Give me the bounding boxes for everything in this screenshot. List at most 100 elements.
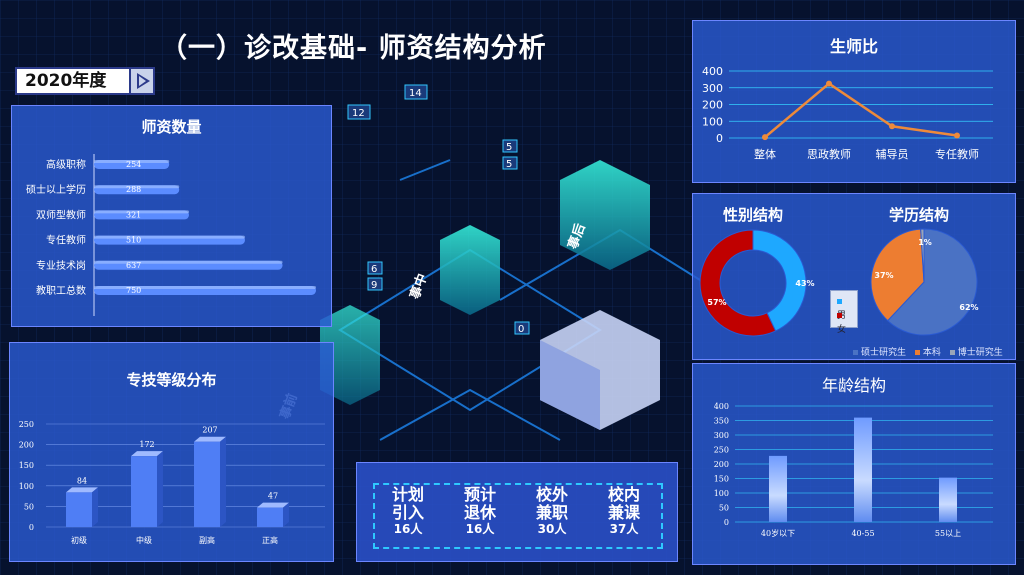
education-slice	[887, 228, 978, 336]
education-title: 学历结构	[889, 206, 950, 224]
y-tick-label: 200	[702, 99, 723, 112]
stat-internal-line2: 兼课	[607, 503, 640, 522]
ratio-category-label: 专任教师	[935, 147, 979, 161]
teacher-count-title: 师资数量	[141, 118, 202, 136]
title-level-value-label: 172	[139, 440, 154, 449]
teacher-count-bar-highlight	[94, 185, 180, 189]
title-level-bar	[131, 456, 157, 527]
male-swatch	[837, 299, 842, 304]
y-tick-label: 0	[716, 132, 723, 145]
education-slice	[920, 228, 925, 283]
staff-plan-panel	[356, 462, 678, 562]
gender-slice-label: 57%	[707, 298, 726, 307]
ratio-category-label: 辅导员	[876, 147, 909, 161]
bar-top-face	[131, 451, 163, 457]
bar-top-face	[66, 487, 98, 493]
stat-plan-line1: 计划	[391, 485, 424, 504]
ratio-point	[762, 134, 768, 141]
ratio-category-label: 整体	[754, 147, 776, 161]
teacher-category-label: 硕士以上学历	[26, 183, 86, 196]
y-tick-label: 50	[24, 502, 34, 511]
y-tick-label: 50	[719, 504, 729, 513]
title-level-value-label: 47	[268, 492, 278, 501]
female-swatch	[837, 313, 842, 318]
title-level-value-label: 207	[202, 426, 217, 435]
bg-num-3: 6	[371, 264, 377, 275]
ratio-line	[764, 81, 958, 139]
teacher-category-label: 专任教师	[46, 234, 86, 247]
bg-num-5: 5	[506, 142, 512, 153]
bachelor-swatch	[914, 350, 920, 355]
ratio-point	[826, 80, 832, 87]
title-level-title: 专技等级分布	[126, 371, 217, 389]
y-tick-label: 400	[702, 65, 723, 78]
master-swatch	[853, 350, 858, 355]
stat-external-line2: 兼职	[535, 503, 568, 522]
y-tick-label: 200	[714, 460, 729, 469]
stat-plan-line2: 引入	[391, 503, 424, 522]
teacher-count-bar-highlight	[94, 260, 283, 264]
gender-slice-label: 43%	[795, 279, 814, 288]
bar-side-face	[157, 451, 163, 527]
legend-doctor-label: 博士研究生	[957, 348, 1003, 358]
education-slice-label: 1%	[918, 238, 932, 247]
play-icon[interactable]	[129, 69, 153, 93]
bar-side-face	[283, 502, 289, 527]
y-tick-label: 250	[19, 420, 34, 429]
bar-side-face	[92, 487, 98, 527]
legend-master-label: 硕士研究生	[861, 348, 907, 358]
stat-internal-line1: 校内	[607, 485, 640, 504]
education-slice	[870, 228, 925, 322]
teacher-category-label: 双师型教师	[36, 208, 86, 221]
stat-plan-intro: 计划 引入 16人	[380, 486, 436, 544]
gender-slice	[699, 229, 777, 337]
ratio-point	[954, 132, 960, 139]
teacher-category-label: 专业技术岗	[36, 259, 86, 272]
stat-internal: 校内 兼课 37人	[596, 486, 652, 544]
gender-education-charts: 43%57%62%37%1%	[699, 228, 979, 337]
education-legend: 硕士研究生 本科 博士研究生	[853, 345, 1003, 358]
teacher-count-value-label: 321	[126, 210, 141, 219]
education-slice-label: 37%	[874, 271, 893, 280]
y-tick-label: 300	[702, 82, 723, 95]
age-bar	[769, 455, 787, 522]
legend-bachelor-label: 本科	[922, 348, 941, 358]
title-level-bar	[194, 441, 220, 527]
stat-internal-count: 37人	[609, 522, 639, 536]
y-tick-label: 0	[724, 518, 729, 527]
y-tick-label: 350	[714, 417, 729, 426]
title-level-bar	[257, 507, 283, 527]
ratio-chart: 0100200300400整体思政教师辅导员专任教师	[702, 65, 993, 161]
stat-external: 校外 兼职 30人	[524, 486, 580, 544]
bg-num-1: 12	[352, 108, 365, 119]
y-tick-label: 100	[19, 482, 34, 491]
y-tick-label: 200	[19, 441, 34, 450]
gender-slice	[752, 229, 807, 332]
legend-item-male: 男	[837, 295, 851, 321]
teacher-count-value-label: 637	[126, 261, 141, 270]
ratio-title: 生师比	[829, 37, 878, 56]
age-category-label: 40岁以下	[761, 528, 795, 538]
gender-legend: 男 女	[830, 290, 858, 335]
y-tick-label: 300	[714, 431, 729, 440]
bg-num-6: 5	[506, 159, 512, 170]
teacher-count-bar-highlight	[94, 160, 170, 163]
doctor-swatch	[949, 350, 955, 355]
title-level-value-label: 84	[77, 476, 87, 485]
stat-retire-line2: 退休	[463, 503, 496, 522]
teacher-count-bar-highlight	[94, 210, 190, 214]
stat-plan-count: 16人	[393, 522, 423, 536]
year-selector[interactable]: 2020年度	[15, 67, 155, 95]
bar-top-face	[257, 502, 289, 508]
age-title: 年龄结构	[821, 376, 886, 395]
title-level-category-label: 正高	[262, 535, 278, 545]
stat-external-count: 30人	[537, 522, 567, 536]
year-label: 2020年度	[25, 71, 107, 91]
y-tick-label: 150	[19, 461, 34, 470]
teacher-count-value-label: 288	[126, 185, 141, 194]
